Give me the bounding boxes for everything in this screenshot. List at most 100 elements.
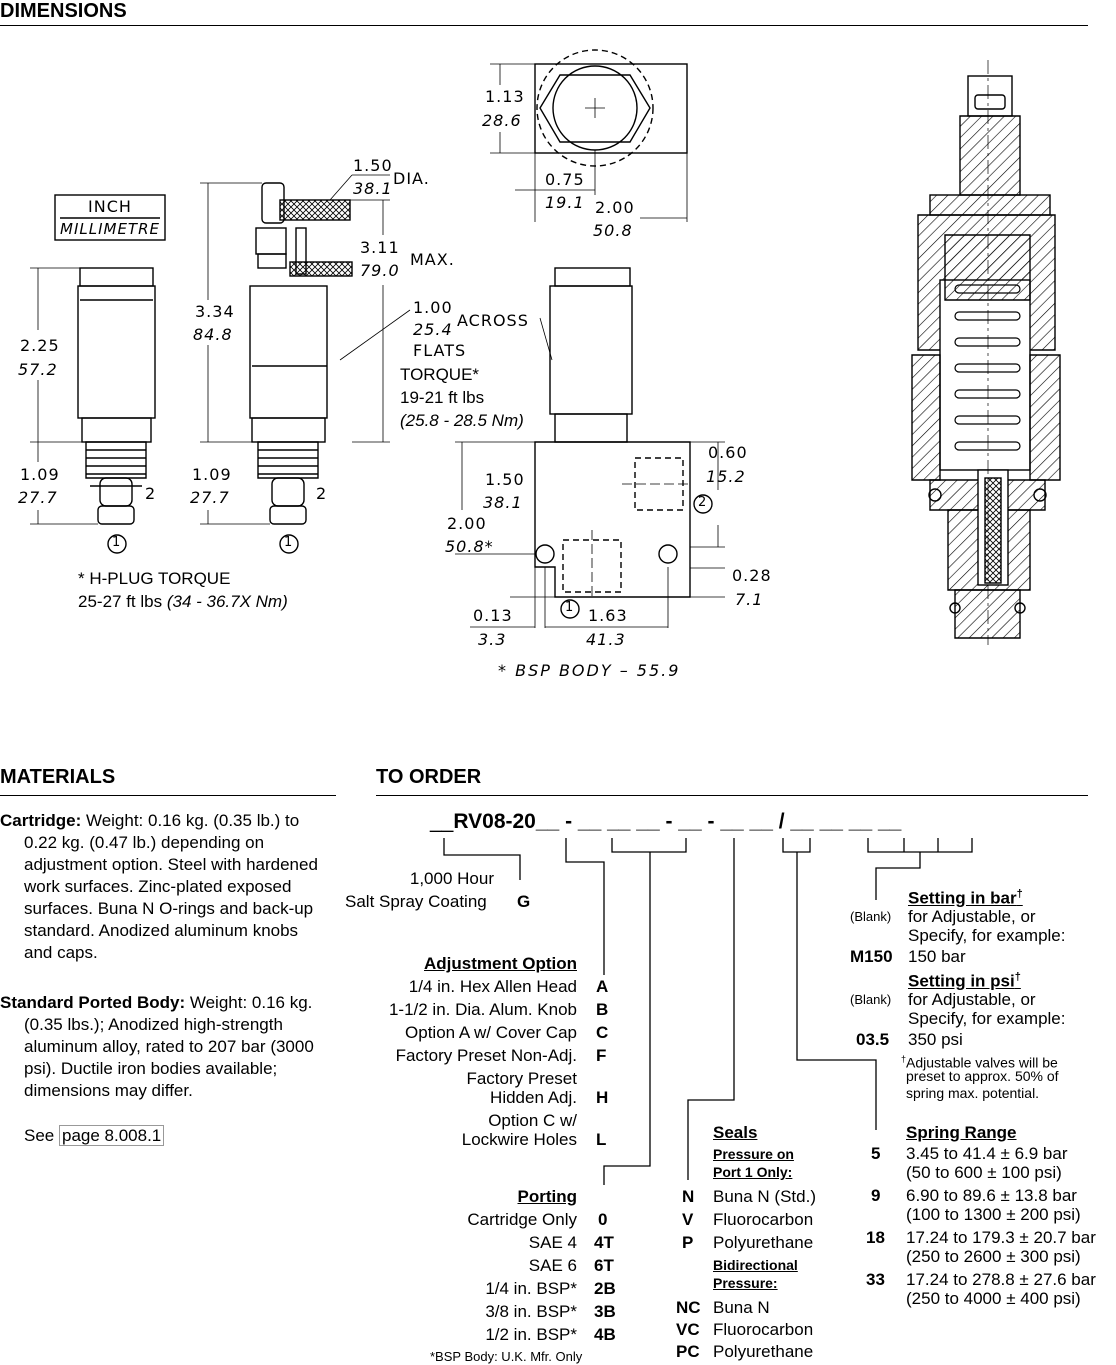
- adjustment-a-label: 1/4 in. Hex Allen Head: [408, 977, 577, 996]
- footnote-line3: spring max. potential.: [906, 1085, 1040, 1101]
- porting-4b-label: 1/2 in. BSP*: [485, 1325, 577, 1344]
- spring-18-bar: 17.24 to 179.3 ± 20.7 bar: [906, 1228, 1096, 1247]
- adjustment-b-code: B: [596, 1000, 609, 1019]
- dim-d2: 1.50: [485, 470, 525, 489]
- dim-a2: 0.75: [545, 170, 585, 189]
- dim-d1-mm: 15.2: [706, 467, 746, 486]
- porting-3b-code: 3B: [594, 1302, 616, 1321]
- adjustment-h-label: Factory Preset: [466, 1069, 577, 1088]
- porting-6t-label: SAE 6: [528, 1256, 577, 1275]
- setting-bar-ex-val: 150 bar: [908, 947, 966, 966]
- porting-0-label: Cartridge Only: [467, 1210, 577, 1229]
- port-1-marker-c: 1: [565, 600, 575, 615]
- porting-3b-label: 3/8 in. BSP*: [485, 1302, 577, 1321]
- seals-sub2-line1: Bidirectional: [713, 1257, 798, 1273]
- dimension-drawing: [30, 49, 1061, 645]
- spring-9-code: 9: [871, 1186, 881, 1205]
- materials-title: MATERIALS: [0, 766, 116, 788]
- hplug-nm: (34 - 36.7X Nm): [166, 592, 288, 611]
- dim-b3: 3.34: [195, 302, 235, 321]
- setting-psi-ex-val: 350 psi: [908, 1030, 963, 1049]
- seals-n-code: N: [682, 1187, 695, 1206]
- seals-v-code: V: [682, 1210, 694, 1229]
- adjustment-l-label: Option C w/: [488, 1111, 577, 1130]
- porting-0-code: 0: [598, 1210, 608, 1229]
- dim-a1-mm: 28.6: [482, 111, 522, 130]
- spring-33-psi: (250 to 4000 ± 400 psi): [906, 1289, 1081, 1308]
- porting-note: *BSP Body: U.K. Mfr. Only: [430, 1349, 583, 1364]
- page-link[interactable]: page 8.008.1: [58, 1125, 165, 1146]
- seals-v-label: Fluorocarbon: [713, 1210, 814, 1229]
- dim-d6-mm: 41.3: [586, 630, 626, 649]
- dim-d5-mm: 3.3: [478, 630, 507, 649]
- adjustment-f-label: Factory Preset Non-Adj.: [395, 1046, 577, 1065]
- order-connector-lines: [443, 838, 973, 1185]
- materials-see: See page 8.008.1: [24, 1125, 165, 1147]
- spring-18-code: 18: [866, 1228, 885, 1247]
- setting-bar-title-text: Setting in bar: [908, 888, 1017, 908]
- adjustment-f-code: F: [596, 1046, 607, 1065]
- setting-psi-ex-code: 03.5: [856, 1030, 890, 1049]
- adjustment-title: Adjustment Option: [424, 954, 577, 973]
- dim-b4-across: ACROSS: [457, 311, 529, 330]
- dim-d4: 0.28: [732, 566, 772, 585]
- dim-b2-max: MAX.: [410, 250, 455, 269]
- dim-c3-mm: 27.7: [190, 488, 230, 507]
- body-label: Standard Ported Body:: [0, 993, 186, 1012]
- porting-2b-code: 2B: [594, 1279, 616, 1298]
- torque-metric: (25.8 - 28.5 Nm): [400, 411, 524, 430]
- spring-5-bar: 3.45 to 41.4 ± 6.9 bar: [906, 1144, 1068, 1163]
- seals-nc-code: NC: [676, 1298, 701, 1317]
- dim-d2-mm: 38.1: [483, 493, 523, 512]
- seals-vc-code: VC: [676, 1320, 700, 1339]
- seals-n-label: Buna N (Std.): [713, 1187, 816, 1206]
- setting-psi-text1: for Adjustable, or: [908, 990, 1036, 1009]
- port-2-marker-a: 2: [145, 484, 157, 503]
- spring-18-psi: (250 to 2600 ± 300 psi): [906, 1247, 1081, 1266]
- footnote-text1: Adjustable valves will be: [906, 1054, 1058, 1071]
- unit-inch: INCH: [88, 197, 132, 216]
- coating-line2: Salt Spray Coating: [345, 892, 487, 911]
- spring-5-psi: (50 to 600 ± 100 psi): [906, 1163, 1062, 1182]
- seals-sub2-line2: Pressure:: [713, 1275, 778, 1291]
- footnote-line2: preset to approx. 50% of: [906, 1068, 1059, 1084]
- setting-psi-dagger: †: [1014, 971, 1021, 983]
- dim-b1-mm: 38.1: [353, 179, 393, 198]
- porting-4t-code: 4T: [594, 1233, 614, 1252]
- footnote-dagger: †: [901, 1054, 907, 1064]
- torque-title: TORQUE*: [400, 365, 480, 384]
- code-rest: __ - __ __ __ - __ - __ __ / __ __ __ __: [535, 810, 902, 833]
- dim-c1: 2.25: [20, 336, 60, 355]
- adjustment-c-code: C: [596, 1023, 609, 1042]
- seals-pc-code: PC: [676, 1342, 700, 1361]
- adjustment-b-label: 1-1/2 in. Dia. Alum. Knob: [388, 1000, 577, 1019]
- setting-psi-title-text: Setting in psi: [908, 971, 1015, 991]
- seals-p-label: Polyurethane: [713, 1233, 814, 1252]
- hplug-title: * H-PLUG TORQUE: [78, 569, 231, 588]
- coating-code: G: [517, 892, 531, 911]
- dim-d4-mm: 7.1: [735, 590, 764, 609]
- spring-9-psi: (100 to 1300 ± 200 psi): [906, 1205, 1081, 1224]
- dim-a3-mm: 50.8: [593, 221, 633, 240]
- setting-bar-title: Setting in bar†: [908, 883, 1023, 910]
- porting-2b-label: 1/4 in. BSP*: [485, 1279, 577, 1298]
- adjustment-l-label2: Lockwire Holes: [461, 1130, 577, 1149]
- footnote-line1: †Adjustable valves will be: [901, 1050, 1058, 1072]
- setting-bar-blank: (Blank): [850, 909, 892, 924]
- hplug-ftlbs: 25-27 ft lbs: [78, 592, 167, 611]
- dim-b4-mm: 25.4: [413, 320, 453, 339]
- dim-c1-mm: 57.2: [18, 360, 58, 379]
- cartridge-label: Cartridge:: [0, 811, 82, 830]
- dim-c2-mm: 27.7: [18, 488, 58, 507]
- dim-b1: 1.50: [353, 156, 393, 175]
- setting-psi-title: Setting in psi†: [908, 966, 1021, 993]
- dim-d6: 1.63: [588, 606, 628, 625]
- see-text: See: [24, 1126, 59, 1145]
- dim-a2-mm: 19.1: [545, 193, 585, 212]
- setting-psi-text2: Specify, for example:: [908, 1009, 1066, 1028]
- unit-mm: MILLIMETRE: [60, 220, 160, 238]
- porting-4b-code: 4B: [594, 1325, 616, 1344]
- coating-line1: 1,000 Hour: [409, 869, 494, 888]
- adjustment-h-label2: Hidden Adj.: [490, 1088, 577, 1107]
- materials-cartridge: Cartridge: Weight: 0.16 kg. (0.35 lb.) t…: [0, 810, 324, 964]
